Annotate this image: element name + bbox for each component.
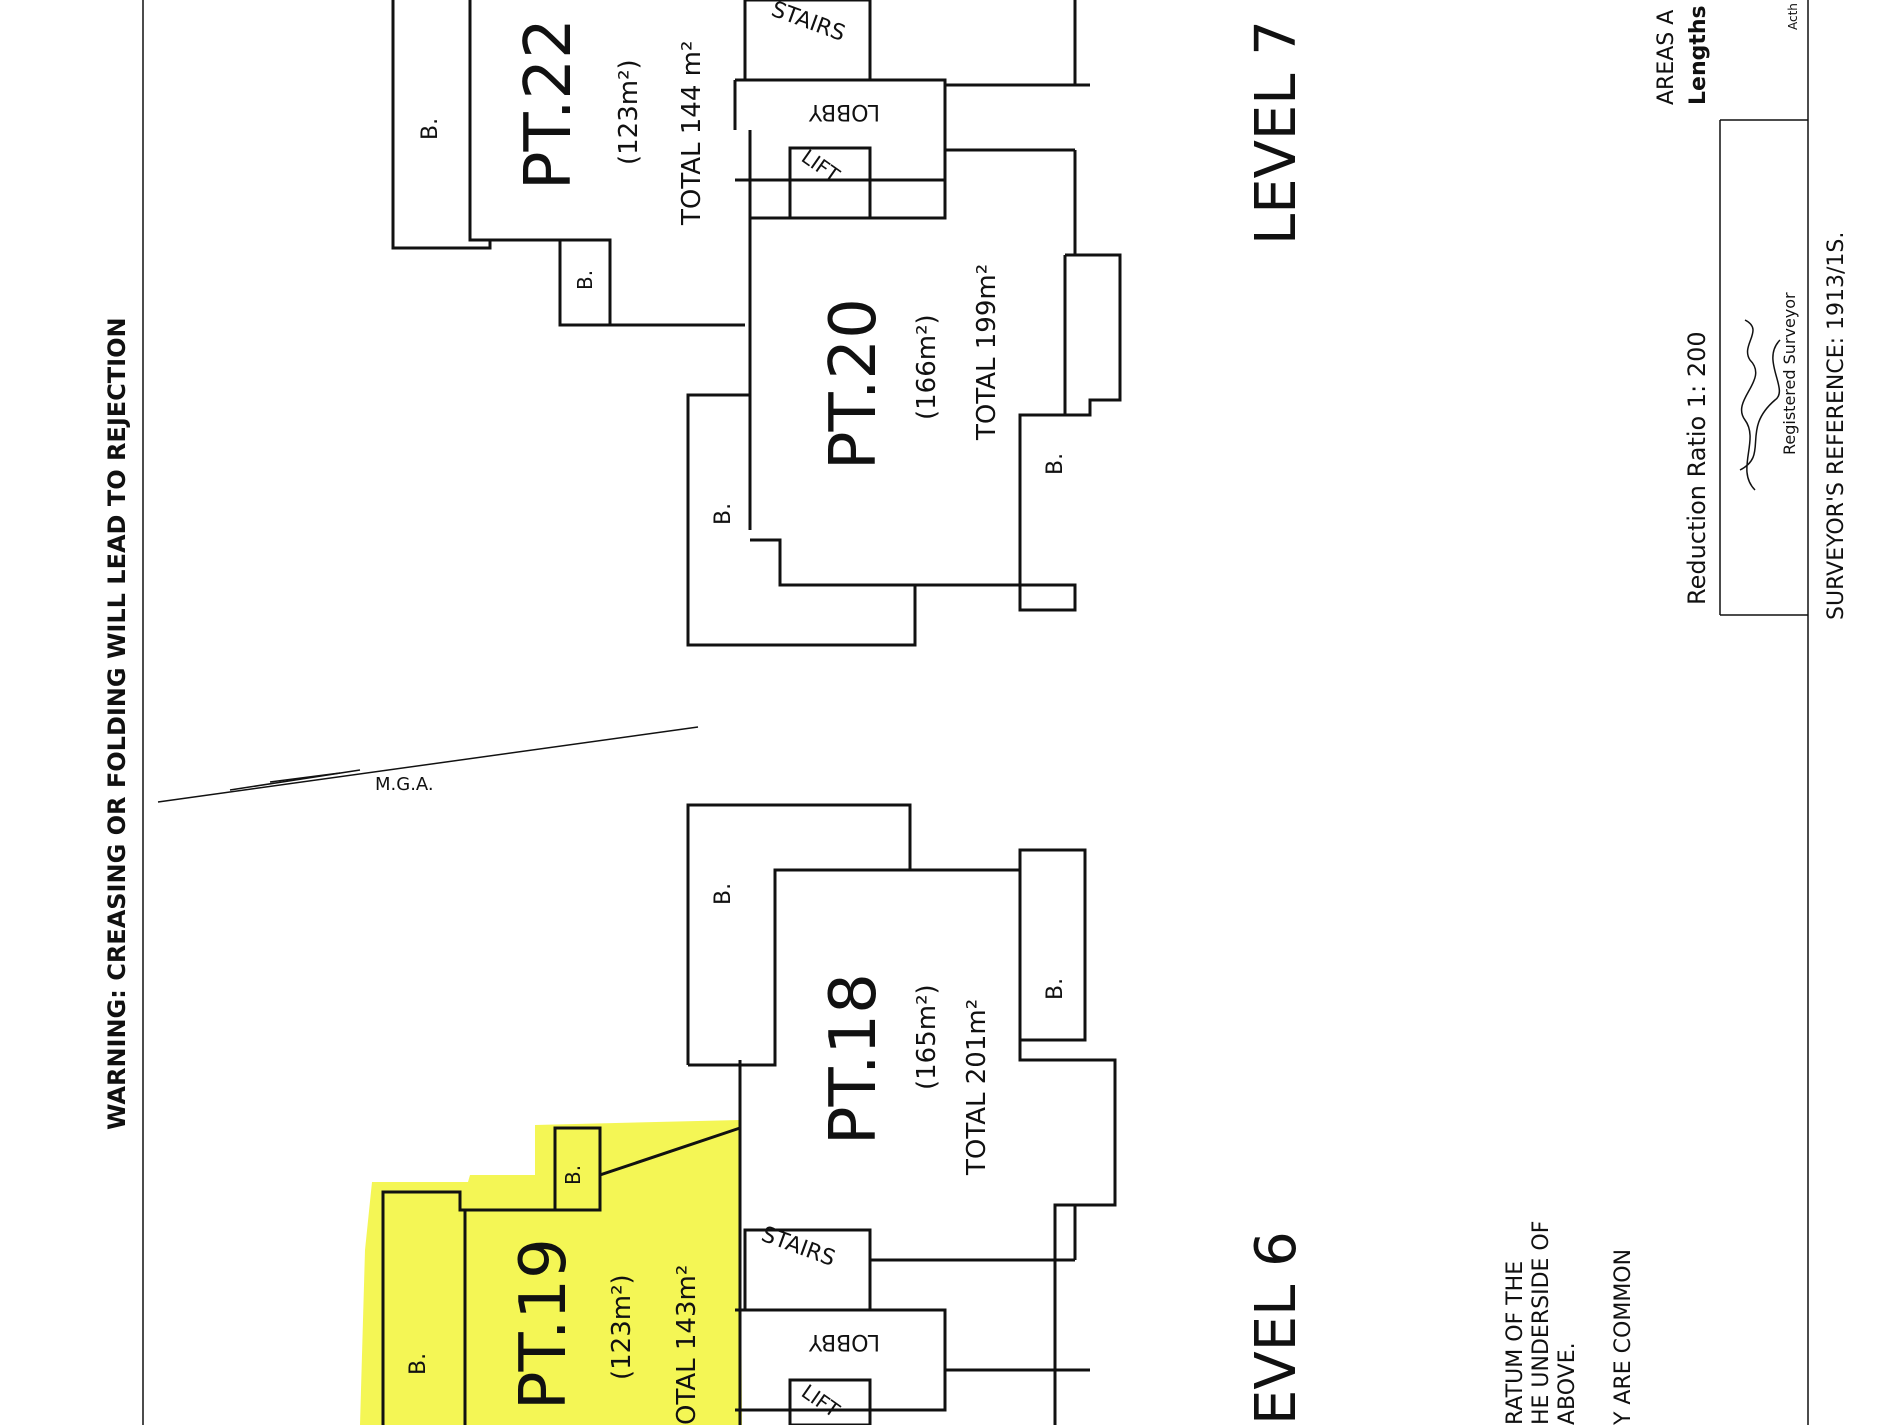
- warning-text: WARNING: CREASING OR FOLDING WILL LEAD T…: [103, 317, 131, 1130]
- balcony-label: B.: [573, 270, 597, 290]
- pt18-total: TOTAL 201m²: [962, 999, 992, 1176]
- balcony-label: B.: [561, 1165, 585, 1185]
- lobby-label-l6: LOBBY: [808, 1329, 880, 1354]
- balcony-label: B.: [711, 883, 736, 905]
- balcony-pt19-small: [553, 1126, 602, 1212]
- pt20-total: TOTAL 199m²: [972, 264, 1002, 441]
- lengths-heading: Lengths: [1686, 5, 1711, 105]
- pt22-label: PT.22: [512, 18, 586, 190]
- level-7-label: LEVEL 7: [1244, 20, 1309, 245]
- balcony-label: B.: [418, 118, 443, 140]
- pt18-label: PT.18: [817, 973, 891, 1145]
- auth-label: Acth: [1786, 3, 1800, 30]
- pt19-label: PT.19: [507, 1238, 581, 1410]
- balcony-label: B.: [711, 503, 736, 525]
- pt19-total: OTAL 143m²: [672, 1265, 702, 1425]
- pt22-area: (123m²): [614, 59, 644, 165]
- pt18-area: (165m²): [912, 984, 942, 1090]
- pt20-area: (166m²): [912, 314, 942, 420]
- lift-room-l6: [788, 1378, 872, 1425]
- note-line-2: HE UNDERSIDE OF: [1529, 1221, 1554, 1425]
- pt22-total: TOTAL 144 m²: [677, 41, 707, 226]
- note-line-3: ABOVE.: [1555, 1342, 1580, 1425]
- level-6-plan: [381, 803, 1117, 1425]
- pt19-area: (123m²): [607, 1274, 637, 1380]
- registered-surveyor: Registered Surveyor: [1780, 292, 1799, 455]
- note-line-1: RATUM OF THE: [1503, 1261, 1528, 1425]
- lift-label-l6: LIFT: [797, 1379, 845, 1422]
- stairs-label-l7: STAIRS: [768, 0, 848, 47]
- balcony-label: B.: [1043, 978, 1068, 1000]
- title-block: Reduction Ratio 1: 200 Registered Survey…: [1654, 3, 1849, 620]
- balcony-label: B.: [1043, 453, 1068, 475]
- level-7-plan: [391, 0, 1122, 647]
- mga-arrow-icon: M.G.A.: [157, 726, 699, 803]
- reduction-ratio: Reduction Ratio 1: 200: [1683, 331, 1711, 605]
- mga-label: M.G.A.: [375, 774, 434, 795]
- balcony-label: B.: [406, 1353, 431, 1375]
- pt20-label: PT.20: [817, 298, 891, 470]
- note-line-4: Y ARE COMMON: [1611, 1249, 1636, 1425]
- surveyors-reference: SURVEYOR'S REFERENCE: 1913/1S.: [1824, 232, 1849, 620]
- lobby-label-l7: LOBBY: [808, 99, 880, 124]
- level-6-label: EVEL 6: [1244, 1231, 1309, 1425]
- signature-icon: [1739, 319, 1781, 491]
- pt19-highlight: [360, 1120, 742, 1425]
- areas-heading: AREAS A: [1654, 10, 1679, 105]
